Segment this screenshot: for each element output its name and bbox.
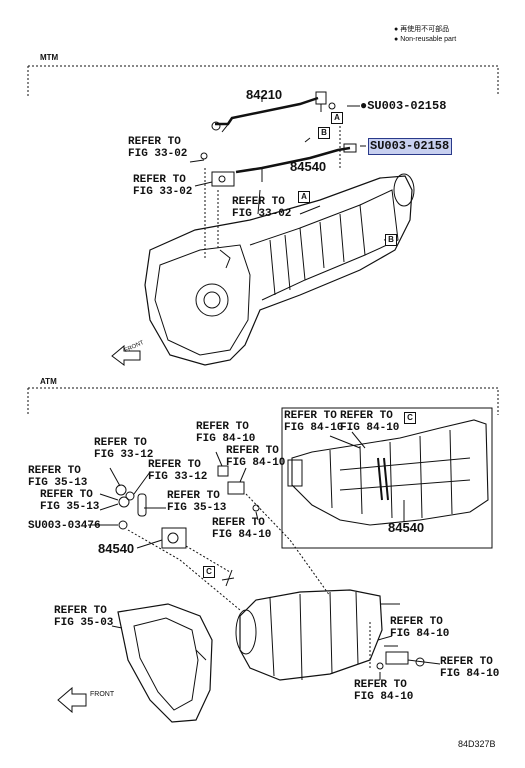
su-part-2[interactable]: SU003-02158 (370, 139, 450, 153)
legend-item-1: ● 再使用不可部品 (394, 26, 450, 33)
part-number-84210[interactable]: 84210 (246, 87, 283, 102)
su-part-atm[interactable]: SU003-03476 (28, 520, 101, 532)
section-atm-label: ATM (40, 377, 57, 386)
box-c-arrow: C (203, 566, 215, 578)
legend-item-2: ● Non-reusable part (394, 36, 457, 43)
box-c-inset: C (404, 412, 416, 424)
su-part-1[interactable]: ●SU003-02158 (360, 99, 447, 113)
section-mtm-label: MTM (40, 53, 59, 62)
front-label-atm: FRONT (90, 691, 115, 698)
figure-code: 84D327B (458, 739, 496, 749)
highlight-su-part (368, 138, 452, 155)
box-b-body: B (385, 234, 397, 246)
box-a-body: A (298, 191, 310, 203)
box-a-top: A (331, 112, 343, 124)
part-number-84540-mtm[interactable]: 84540 (290, 159, 327, 174)
part-number-84540-inset[interactable]: 84540 (388, 520, 425, 535)
part-number-84540-atm[interactable]: 84540 (98, 541, 135, 556)
box-b-top: B (318, 127, 330, 139)
